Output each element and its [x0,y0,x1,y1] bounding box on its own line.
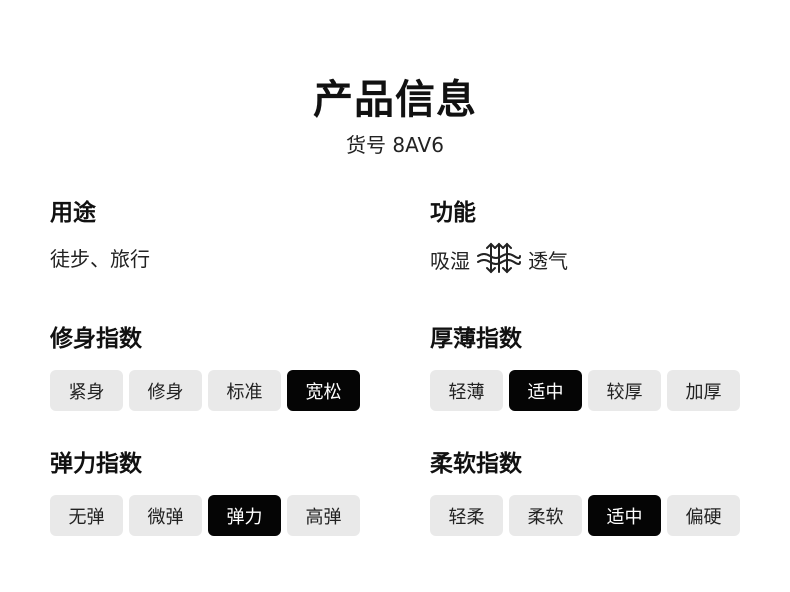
elasticity-index-label: 弹力指数 [50,451,142,477]
function-label: 功能 [430,200,476,226]
thickness-index-option: 轻薄 [430,370,503,411]
elasticity-index-option: 弹力 [208,495,281,536]
fit-index-option: 宽松 [287,370,360,411]
usage-value: 徒步、旅行 [50,247,150,271]
elasticity-index-option: 无弹 [50,495,123,536]
softness-index-options: 轻柔柔软适中偏硬 [430,495,740,536]
thickness-index-option: 适中 [509,370,582,411]
softness-index-option: 柔软 [509,495,582,536]
softness-index-option: 偏硬 [667,495,740,536]
usage-label: 用途 [50,200,96,226]
elasticity-index-options: 无弹微弹弹力高弹 [50,495,360,536]
softness-index-option: 轻柔 [430,495,503,536]
softness-index-label: 柔软指数 [430,451,522,477]
function-moisture-text: 吸湿 [430,248,470,273]
fit-index-option: 紧身 [50,370,123,411]
softness-index-option: 适中 [588,495,661,536]
product-code: 货号 8AV6 [346,133,444,157]
function-breathable-text: 透气 [528,248,568,273]
thickness-index-option: 较厚 [588,370,661,411]
thickness-index-options: 轻薄适中较厚加厚 [430,370,740,411]
thickness-index-option: 加厚 [667,370,740,411]
thickness-index-label: 厚薄指数 [430,326,522,352]
function-row: 吸湿 透气 [430,241,568,277]
fit-index-option: 标准 [208,370,281,411]
fit-index-options: 紧身修身标准宽松 [50,370,360,411]
elasticity-index-option: 高弹 [287,495,360,536]
fit-index-option: 修身 [129,370,202,411]
fit-index-label: 修身指数 [50,326,142,352]
elasticity-index-option: 微弹 [129,495,202,536]
page-title: 产品信息 [313,77,477,123]
moisture-breathable-icon [476,242,522,276]
